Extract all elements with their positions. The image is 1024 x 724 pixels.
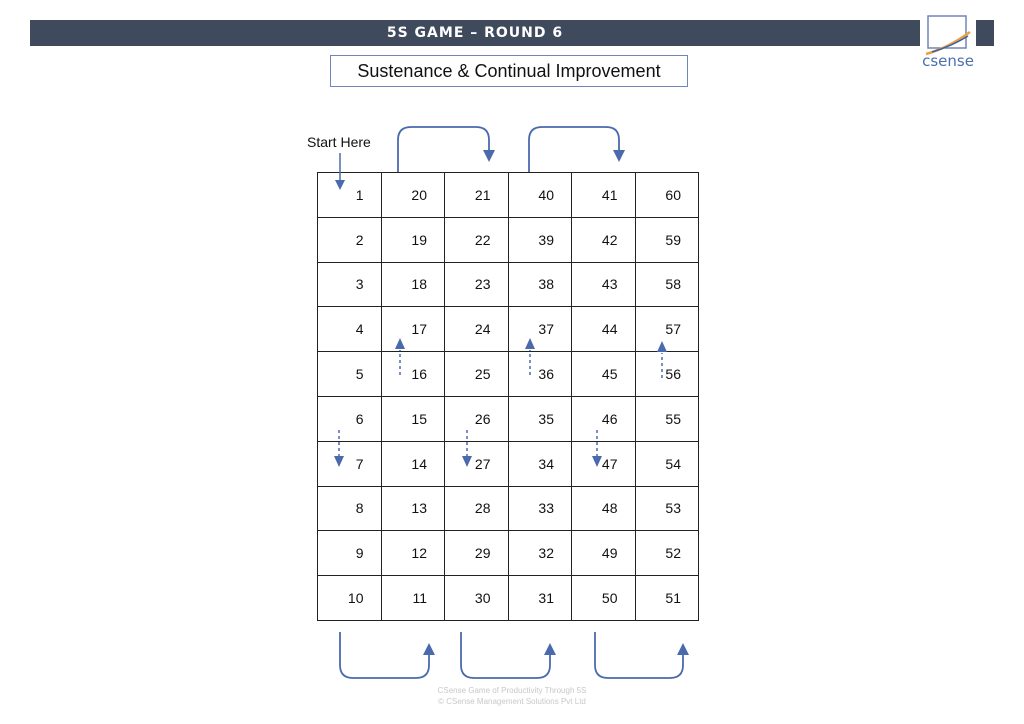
- subtitle-box: Sustenance & Continual Improvement: [330, 55, 688, 87]
- board-cell: 48: [571, 485, 636, 532]
- footer-line-2: © CSense Management Solutions Pvt Ltd: [438, 697, 586, 706]
- board-cell: 31: [507, 575, 572, 621]
- header-bar: 5S GAME – ROUND 6: [30, 20, 920, 46]
- curved-arrow-icon: [339, 632, 435, 679]
- board-cell: 40: [507, 172, 572, 218]
- board-cell: 10: [317, 575, 382, 621]
- board-cell: 25: [444, 351, 509, 397]
- curved-arrow-icon: [460, 632, 556, 679]
- board-cell: 13: [380, 485, 445, 532]
- board-cell: 3: [317, 261, 382, 308]
- board-cell: 4: [317, 306, 382, 353]
- board-cell: 57: [634, 306, 699, 353]
- board-cell: 37: [507, 306, 572, 353]
- board-cell: 30: [444, 575, 509, 621]
- board-cell: 41: [571, 172, 636, 218]
- board-cell: 9: [317, 530, 382, 577]
- page-title: 5S GAME – ROUND 6: [386, 25, 564, 41]
- board-cell: 47: [571, 440, 636, 487]
- board-cell: 32: [507, 530, 572, 577]
- board-cell: 1: [317, 172, 382, 218]
- board-cell: 58: [634, 261, 699, 308]
- board-cell: 20: [380, 172, 445, 218]
- board-cell: 6: [317, 395, 382, 442]
- board-cell: 27: [444, 440, 509, 487]
- board-cell: 34: [507, 440, 572, 487]
- board-cell: 44: [571, 306, 636, 353]
- board-cell: 59: [634, 216, 699, 263]
- board-cell: 19: [380, 216, 445, 263]
- board-cell: 5: [317, 351, 382, 397]
- board-cell: 49: [571, 530, 636, 577]
- board-cell: 26: [444, 395, 509, 442]
- board-cell: 21: [444, 172, 509, 218]
- board-cell: 28: [444, 485, 509, 532]
- footer-line-1: CSense Game of Productivity Through 5S: [437, 686, 587, 695]
- curved-arrow-icon: [528, 126, 625, 172]
- board-cell: 45: [571, 351, 636, 397]
- csense-logo-icon: [925, 15, 971, 56]
- curved-arrow-icon: [397, 126, 495, 172]
- board-cell: 7: [317, 440, 382, 487]
- board-cell: 15: [380, 395, 445, 442]
- board-cell: 16: [380, 351, 445, 397]
- curved-arrow-icon: [594, 632, 689, 679]
- board-cell: 46: [571, 395, 636, 442]
- board-cell: 56: [634, 351, 699, 397]
- board-cell: 23: [444, 261, 509, 308]
- board-cell: 2: [317, 216, 382, 263]
- board-cell: 14: [380, 440, 445, 487]
- board-cell: 50: [571, 575, 636, 621]
- subtitle: Sustenance & Continual Improvement: [357, 60, 661, 81]
- board-cell: 36: [507, 351, 572, 397]
- board-cell: 55: [634, 395, 699, 442]
- logo-text: csense: [922, 52, 974, 70]
- board-cell: 22: [444, 216, 509, 263]
- board-cell: 17: [380, 306, 445, 353]
- board-cell: 42: [571, 216, 636, 263]
- board-cell: 11: [380, 575, 445, 621]
- board-cell: 51: [634, 575, 699, 621]
- board-cell: 18: [380, 261, 445, 308]
- header-bar-end: [976, 20, 994, 46]
- board-cell: 29: [444, 530, 509, 577]
- board-cell: 54: [634, 440, 699, 487]
- start-here-label: Start Here: [307, 134, 371, 150]
- board-cell: 52: [634, 530, 699, 577]
- board-cell: 39: [507, 216, 572, 263]
- board-cell: 60: [634, 172, 699, 218]
- board-cell: 12: [380, 530, 445, 577]
- board-cell: 43: [571, 261, 636, 308]
- board-cell: 8: [317, 485, 382, 532]
- board-cell: 24: [444, 306, 509, 353]
- board-cell: 38: [507, 261, 572, 308]
- board-cell: 35: [507, 395, 572, 442]
- board-cell: 53: [634, 485, 699, 532]
- board-cell: 33: [507, 485, 572, 532]
